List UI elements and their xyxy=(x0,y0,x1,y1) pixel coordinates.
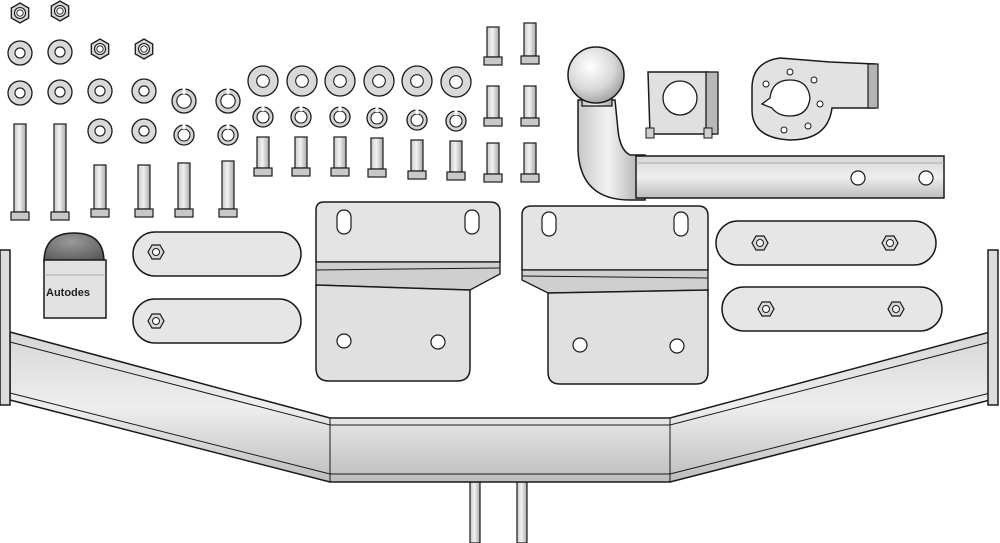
hardware-set xyxy=(7,0,540,221)
spring-washer-hole xyxy=(256,110,270,124)
spring-washer-hole xyxy=(177,128,191,142)
spacer-plate xyxy=(721,286,943,332)
bolt-head xyxy=(174,208,194,218)
spring-washer-gap xyxy=(226,88,230,94)
bolt-head xyxy=(483,173,503,183)
bolt-head xyxy=(520,55,540,65)
spring-washer-gap xyxy=(415,109,419,114)
bolt-shank xyxy=(449,140,463,173)
washer-hole xyxy=(449,75,463,89)
washer-hole xyxy=(256,74,270,88)
spring-washer-gap xyxy=(226,124,230,129)
bolt-shank xyxy=(221,160,235,210)
spring-washer-hole xyxy=(220,93,236,109)
bolt-shank xyxy=(256,136,270,169)
cross-beam xyxy=(0,249,999,543)
beam-end-plate-left xyxy=(0,249,11,406)
nut-hole xyxy=(16,9,24,17)
bolt-head xyxy=(291,167,311,177)
bolt-shank xyxy=(370,137,384,170)
cap-brand-text: Autodes xyxy=(46,287,90,299)
bolt-head xyxy=(330,167,350,177)
bolt-head xyxy=(367,168,387,178)
spring-washer-hole xyxy=(294,110,308,124)
washer-hole xyxy=(94,85,106,97)
nut-hole xyxy=(140,45,148,53)
beam-end-plate-right xyxy=(987,249,999,406)
socket-plate xyxy=(751,57,879,141)
bolt-shank xyxy=(486,142,500,175)
tow-ball xyxy=(567,46,625,104)
bolt-head xyxy=(50,211,70,221)
beam-edge xyxy=(9,392,991,475)
washer-hole xyxy=(54,46,66,58)
bolt-head xyxy=(520,117,540,127)
washer-hole xyxy=(138,125,150,137)
bolt-shank xyxy=(93,164,107,210)
beam-stub xyxy=(516,481,528,543)
bolt-head xyxy=(10,211,30,221)
washer-hole xyxy=(94,125,106,137)
spring-washer-gap xyxy=(454,110,458,115)
bolt-head xyxy=(446,171,466,181)
beam-stub xyxy=(469,481,481,543)
washer-hole xyxy=(54,86,66,98)
spring-washer-hole xyxy=(449,114,463,128)
bolt-head xyxy=(134,208,154,218)
bolt-shank xyxy=(523,85,537,119)
spring-washer-hole xyxy=(176,93,192,109)
bolt-shank xyxy=(294,136,308,169)
spacer-plates xyxy=(132,220,943,344)
bolt-head xyxy=(407,170,427,180)
bolt-shank xyxy=(523,22,537,57)
washer-hole xyxy=(410,74,424,88)
bolt-shank xyxy=(333,136,347,169)
bolt-shank xyxy=(410,139,424,172)
spring-washer-hole xyxy=(333,110,347,124)
beam-body xyxy=(9,331,991,483)
spring-washer-hole xyxy=(370,111,384,125)
spring-washer-gap xyxy=(375,107,379,112)
nut-hole xyxy=(56,7,64,15)
bolt-shank xyxy=(137,164,151,210)
beam-edge xyxy=(9,341,991,426)
bolt-head xyxy=(218,208,238,218)
bolt-head xyxy=(520,173,540,183)
hitch-cap: Autodes xyxy=(43,232,107,319)
washer-hole xyxy=(372,74,386,88)
bolt-shank xyxy=(13,123,27,213)
spring-washer-gap xyxy=(299,106,303,111)
bolt-shank xyxy=(523,142,537,175)
mounting-bracket-left xyxy=(315,201,501,382)
spring-washer-gap xyxy=(338,106,342,111)
tow-ball-arm xyxy=(567,46,945,201)
spacer-plate xyxy=(715,220,937,266)
bolt-shank xyxy=(486,85,500,119)
washer-hole xyxy=(333,74,347,88)
bolt-shank xyxy=(53,123,67,213)
washer-hole xyxy=(14,47,26,59)
spacer-plate xyxy=(132,231,302,277)
bolt-head xyxy=(253,167,273,177)
spring-washer-hole xyxy=(410,113,424,127)
bolt-head xyxy=(483,56,503,66)
mounting-bracket-right xyxy=(521,205,709,385)
washer-hole xyxy=(14,87,26,99)
bolt-shank xyxy=(177,162,191,210)
bolt-shank xyxy=(486,26,500,58)
washer-hole xyxy=(295,74,309,88)
bolt-head xyxy=(483,117,503,127)
socket-bracket xyxy=(645,71,719,139)
nut-hole xyxy=(96,45,104,53)
spring-washer-gap xyxy=(261,106,265,111)
spring-washer-hole xyxy=(221,128,235,142)
washer-hole xyxy=(138,85,150,97)
spacer-plate xyxy=(132,298,302,344)
spring-washer-gap xyxy=(182,88,186,94)
spring-washer-gap xyxy=(182,124,186,129)
bolt-head xyxy=(90,208,110,218)
